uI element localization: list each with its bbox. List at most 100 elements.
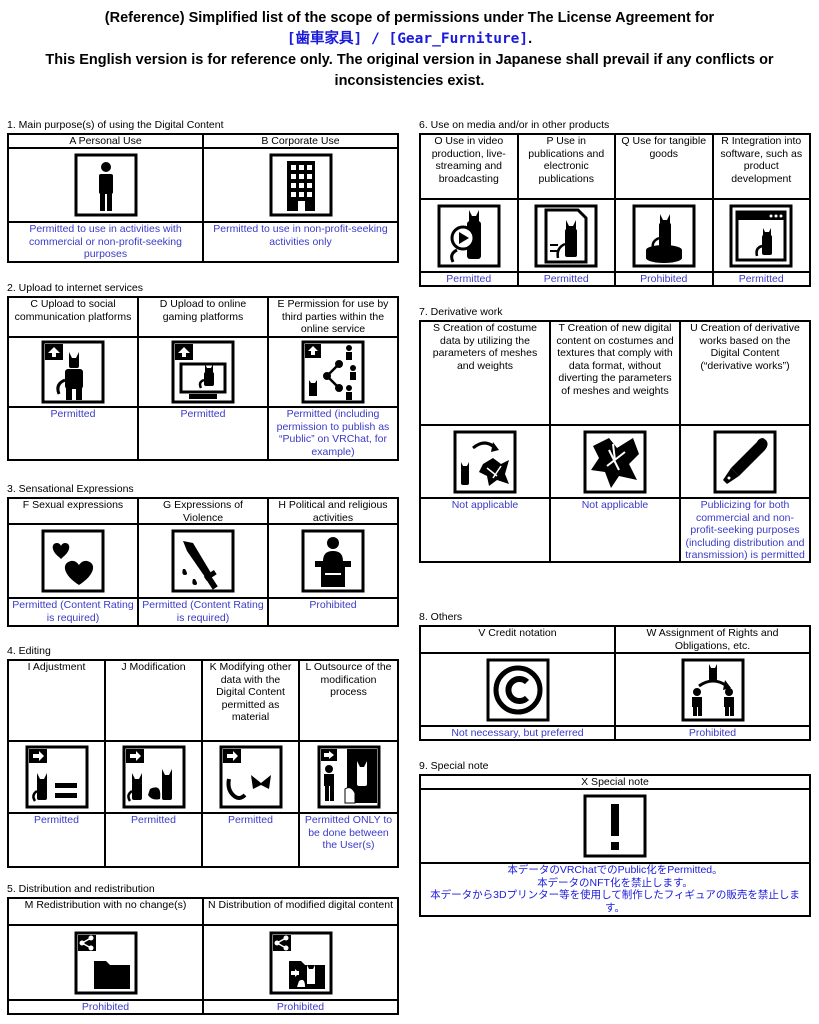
item-status: Permitted xyxy=(50,408,96,420)
item-gaming-platforms: D Upload to online gaming platforms Perm… xyxy=(139,298,269,459)
item-status: Permitted xyxy=(34,814,79,826)
upload-monitor-icon xyxy=(171,340,235,404)
item-title: S Creation of costume data by utilizing … xyxy=(432,322,538,372)
item-social-platforms: C Upload to social communication platfor… xyxy=(9,298,139,459)
costume-transfer-icon xyxy=(453,430,517,493)
item-status: Permitted (including permission to publi… xyxy=(276,408,390,458)
item-status: Prohibited xyxy=(276,1001,325,1013)
item-title: V Credit notation xyxy=(478,627,557,639)
section-title: 5. Distribution and redistribution xyxy=(7,883,155,895)
knife-icon xyxy=(171,529,235,593)
item-status: Prohibited xyxy=(81,1001,130,1013)
podium-icon xyxy=(301,529,365,593)
item-third-party-use: E Permission for use by third parties wi… xyxy=(269,298,397,459)
item-title: W Assignment of Rights and Obligations, … xyxy=(646,627,779,652)
item-tangible-goods: Q Use for tangible goods Prohibited xyxy=(616,135,714,285)
icon-cell xyxy=(421,198,517,273)
section-editing: 4. Editing I Adjustment Permitted J Modi… xyxy=(7,645,399,868)
section-upload: 2. Upload to internet services C Upload … xyxy=(7,282,399,461)
item-modification: J Modification Permitted xyxy=(106,661,203,866)
item-redistribution: M Redistribution with no change(s) Prohi… xyxy=(9,899,204,1013)
video-play-icon xyxy=(437,204,501,267)
item-status: Permitted xyxy=(131,814,176,826)
header-line-4: inconsistencies exist. xyxy=(334,73,485,89)
section-main-purpose: 1. Main purpose(s) of using the Digital … xyxy=(7,119,399,263)
item-status: Prohibited xyxy=(688,727,737,739)
item-personal-use: A Personal Use Permitted to use in activ… xyxy=(9,135,204,261)
icon-cell xyxy=(9,147,202,223)
item-assignment-rights: W Assignment of Rights and Obligations, … xyxy=(616,627,809,739)
pen-nib-icon xyxy=(713,430,777,493)
permission-grid: A Personal Use Permitted to use in activ… xyxy=(7,133,399,263)
icon-cell xyxy=(518,198,614,273)
special-note-line-1: 本データのVRChatでのPublic化をPermitted。 xyxy=(507,864,723,876)
header-line-1: (Reference) Simplified list of the scope… xyxy=(104,10,715,26)
item-title: N Distribution of modified digital conte… xyxy=(207,899,393,911)
share-modified-folder-icon xyxy=(269,931,332,994)
item-violence: G Expressions of Violence Permitted (Con… xyxy=(139,499,269,625)
icon-cell xyxy=(421,424,549,499)
item-publications: P Use in publications and electronic pub… xyxy=(518,135,616,285)
section-title: 9. Special note xyxy=(419,760,489,772)
item-status: Publicizing for both commercial and non-… xyxy=(685,499,805,561)
item-outsource: L Outsource of the modification process … xyxy=(300,661,397,866)
special-note-text: 本データのVRChatでのPublic化をPermitted。 本データのNFT… xyxy=(421,864,809,915)
icon-cell xyxy=(139,523,267,599)
icon-cell xyxy=(269,336,397,408)
item-status: Permitted ONLY to be done between the Us… xyxy=(304,814,393,851)
item-title: Q Use for tangible goods xyxy=(621,135,707,160)
icon-cell xyxy=(681,424,809,499)
icon-cell xyxy=(9,336,137,408)
item-status: Permitted xyxy=(738,273,784,285)
header-product-line: [歯車家具] / [Gear_Furniture]. xyxy=(0,29,819,50)
icon-cell xyxy=(616,198,712,273)
section-sensational: 3. Sensational Expressions F Sexual expr… xyxy=(7,483,399,627)
item-status: Permitted xyxy=(543,273,589,285)
material-icon xyxy=(219,745,282,809)
item-title: A Personal Use xyxy=(69,135,142,147)
section-title: 1. Main purpose(s) of using the Digital … xyxy=(7,119,224,131)
outsource-icon xyxy=(317,745,380,809)
icon-cell xyxy=(616,652,809,727)
item-credit-notation: V Credit notation Not necessary, but pre… xyxy=(421,627,616,739)
special-note-box: X Special note 本データのVRChatでのPublic化をPerm… xyxy=(419,774,811,917)
modify-icon xyxy=(122,745,185,809)
item-adjustment: I Adjustment Permitted xyxy=(9,661,106,866)
icon-cell xyxy=(421,652,614,727)
publication-icon xyxy=(534,204,598,267)
section-media-use: 6. Use on media and/or in other products… xyxy=(419,119,811,287)
icon-cell xyxy=(106,740,201,814)
icon-cell xyxy=(9,740,104,814)
hearts-icon xyxy=(41,529,105,593)
transfer-rights-icon xyxy=(681,658,744,721)
item-title: B Corporate Use xyxy=(261,135,340,147)
permission-grid: C Upload to social communication platfor… xyxy=(7,296,399,461)
item-derivative-works: U Creation of derivative works based on … xyxy=(681,322,809,561)
section-others: 8. Others V Credit notation Not necessar… xyxy=(419,611,811,741)
permission-grid: O Use in video production, live-streamin… xyxy=(419,133,811,287)
permission-grid: F Sexual expressions Permitted (Content … xyxy=(7,497,399,627)
section-title: 7. Derivative work xyxy=(419,306,503,318)
upload-avatar-icon xyxy=(41,340,105,404)
item-title: X Special note xyxy=(581,776,649,788)
copyright-icon xyxy=(486,658,549,721)
item-new-costume-content: T Creation of new digital content on cos… xyxy=(551,322,681,561)
product-name: [歯車家具] / [Gear_Furniture] xyxy=(286,31,529,47)
item-title: F Sexual expressions xyxy=(22,499,124,511)
permission-grid: S Creation of costume data by utilizing … xyxy=(419,320,811,563)
product-suffix: . xyxy=(528,31,533,47)
item-title: G Expressions of Violence xyxy=(163,499,243,523)
page-header: (Reference) Simplified list of the scope… xyxy=(0,8,819,92)
item-title: U Creation of derivative works based on … xyxy=(690,322,800,372)
section-distribution: 5. Distribution and redistribution M Red… xyxy=(7,883,399,1015)
icon-cell xyxy=(269,523,397,599)
item-modifying-other-data: K Modifying other data with the Digital … xyxy=(203,661,300,866)
header-line-3: This English version is for reference on… xyxy=(45,52,774,68)
icon-cell xyxy=(9,924,202,1001)
item-title: O Use in video production, live-streamin… xyxy=(431,135,506,185)
share-network-icon xyxy=(301,340,365,404)
item-title: E Permission for use by third parties wi… xyxy=(277,298,389,335)
item-status: Permitted xyxy=(180,408,226,420)
item-title: K Modifying other data with the Digital … xyxy=(209,661,292,723)
item-status: Permitted xyxy=(228,814,273,826)
